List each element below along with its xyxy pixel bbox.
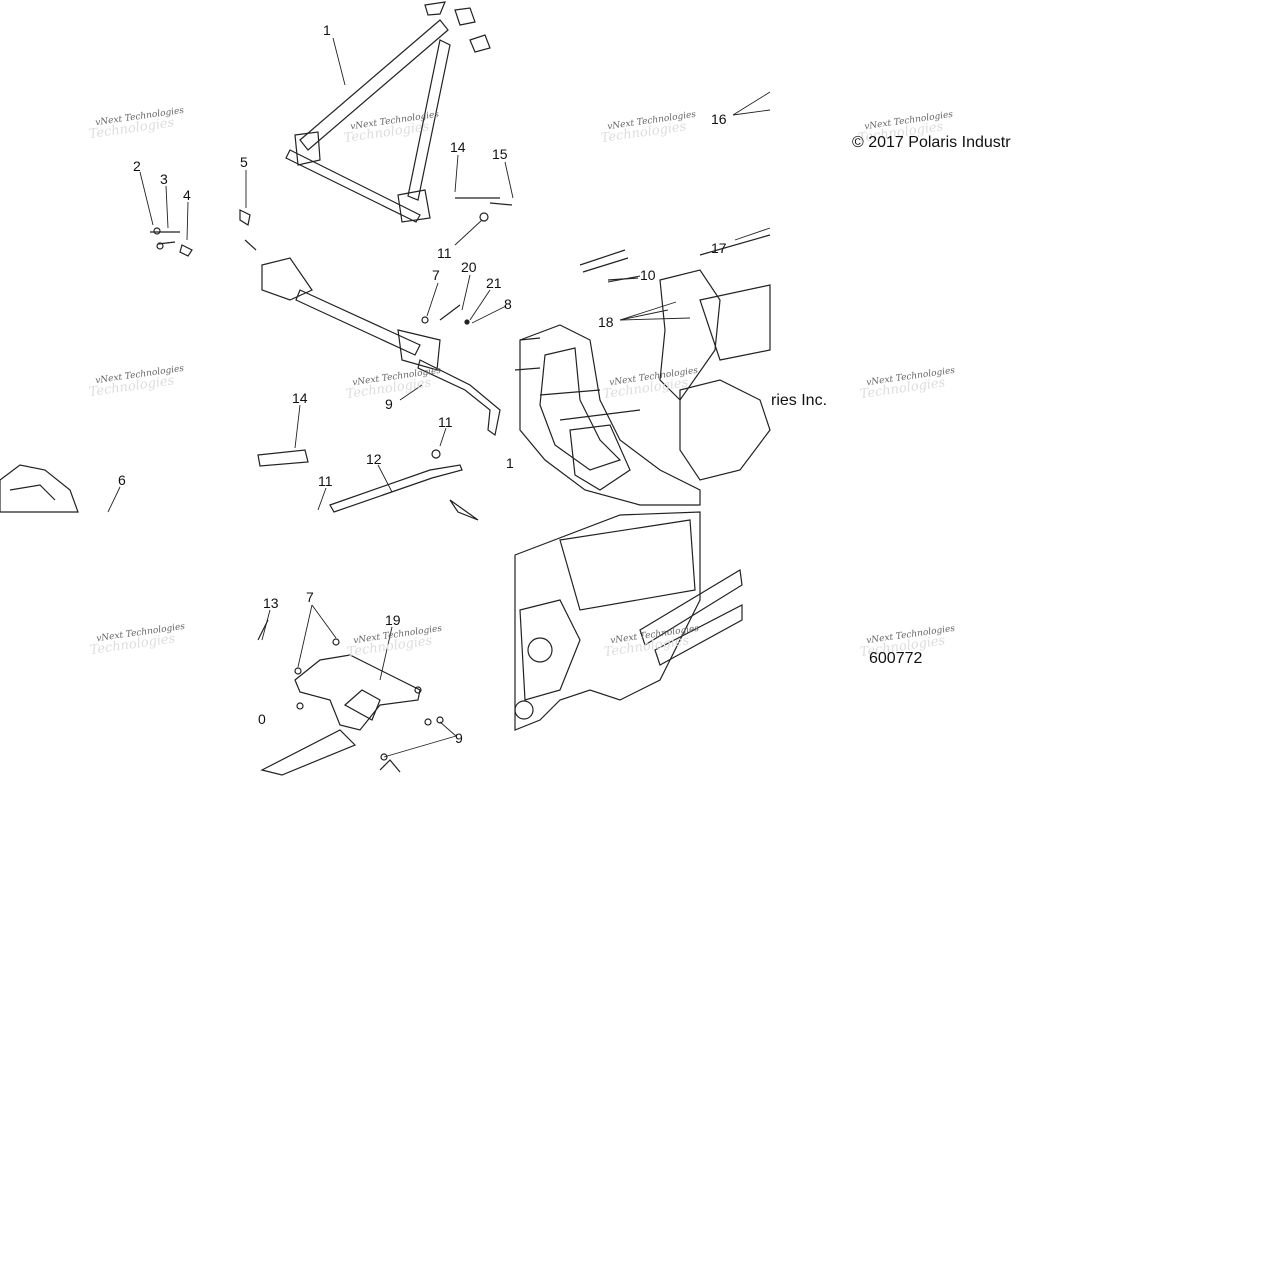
callout-label: 14 xyxy=(292,390,308,406)
copyright-fragment: ries Inc. xyxy=(771,392,828,409)
callout-label: 14 xyxy=(450,139,466,155)
callout-label: 18 xyxy=(598,314,614,330)
callout-label: 11 xyxy=(438,414,453,430)
callout-label: 9 xyxy=(455,730,463,746)
callout-label: 7 xyxy=(432,267,440,283)
callout-label: 17 xyxy=(711,240,727,256)
copyright-text: © 2017 Polaris Industr xyxy=(852,134,1011,151)
callout-label: 5 xyxy=(240,154,248,170)
callout-label: 19 xyxy=(385,612,401,628)
callout-label: 1 xyxy=(506,455,514,471)
callout-label: 6 xyxy=(118,472,126,488)
callout-label: 2 xyxy=(133,158,141,174)
callout-label: 4 xyxy=(183,187,191,203)
callout-label: 1 xyxy=(323,22,331,38)
figure-number: 600772 xyxy=(869,650,923,667)
callout-label: 10 xyxy=(640,267,656,283)
callout-label: 11 xyxy=(318,473,333,489)
callout-label: 13 xyxy=(263,595,279,611)
callout-label: 15 xyxy=(492,146,508,162)
callout-label: 9 xyxy=(385,396,393,412)
callout-label: 3 xyxy=(160,171,168,187)
callout-label: 11 xyxy=(437,245,452,261)
callout-label: 7 xyxy=(306,589,314,605)
callout-label: 0 xyxy=(258,711,266,727)
callout-label: 12 xyxy=(366,451,382,467)
callout-label: 8 xyxy=(504,296,512,312)
callout-label: 16 xyxy=(711,111,727,127)
callout-label: 20 xyxy=(461,259,477,275)
callout-label: 21 xyxy=(486,275,502,291)
